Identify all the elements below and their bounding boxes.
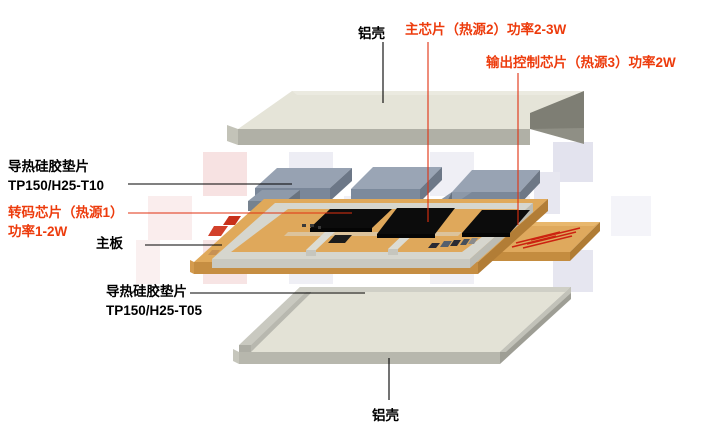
label-pad-t05-line2: TP150/H25-T05: [106, 303, 203, 318]
leader-lines: [128, 42, 519, 400]
thermal-pad-left: [248, 168, 352, 211]
pcb-red-markers: [208, 216, 241, 255]
label-pad-t10-line1: 导热硅胶垫片: [8, 159, 89, 174]
thermal-pad-center: [351, 167, 442, 202]
label-transcode-chip-line1: 转码芯片（热源1）: [8, 205, 124, 220]
bottom-shell: [233, 287, 571, 364]
label-transcode-chip-line2: 功率1-2W: [8, 224, 68, 239]
output-control-chip: [462, 210, 530, 237]
label-bottom-shell: 铝壳: [372, 408, 399, 423]
main-chip: [377, 208, 455, 238]
label-output-control-chip: 输出控制芯片（热源3）功率2W: [486, 55, 676, 70]
pcb-traces: [511, 227, 581, 249]
label-main-chip: 主芯片（热源2）功率2-3W: [405, 22, 567, 37]
main-board: [190, 199, 600, 274]
top-shell: [227, 91, 584, 145]
board-components: [302, 224, 478, 248]
label-pad-t05-line1: 导热硅胶垫片: [106, 284, 187, 299]
label-main-board: 主板: [96, 236, 123, 251]
label-top-shell: 铝壳: [358, 26, 385, 41]
transcode-chip: [310, 209, 392, 232]
label-pad-t10-line2: TP150/H25-T10: [8, 178, 105, 193]
